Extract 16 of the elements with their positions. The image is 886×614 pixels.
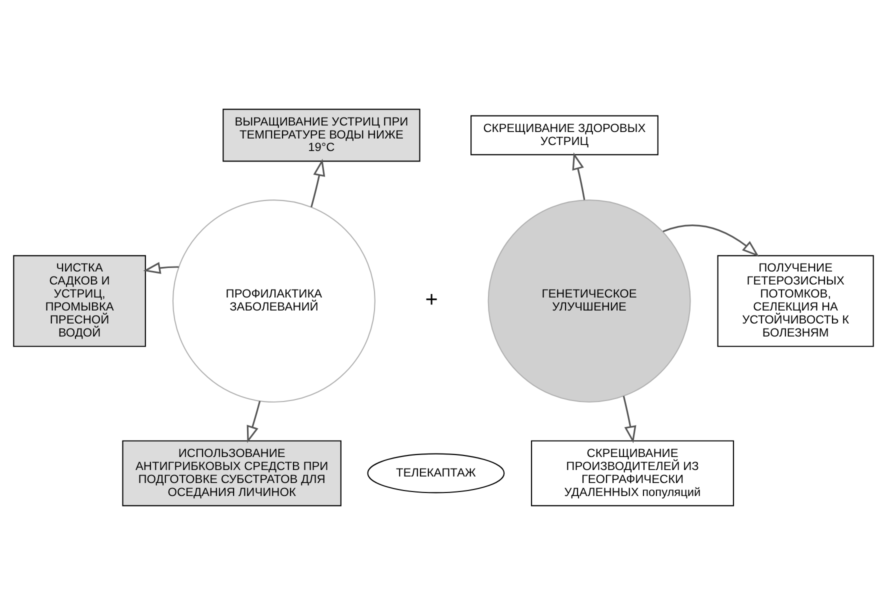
- node-box: ИСПОЛЬЗОВАНИЕ АНТИГРИБКОВЫХ СРЕДСТВ ПРИ ПОДГОТОВКЕ СУБСТРАТОВ ДЛЯ ОСЕДАНИЯ ЛИЧИНОК: [122, 440, 341, 506]
- arrow: [246, 400, 260, 443]
- node-box: СКРЕЩИВАНИЕ ПРОИЗВОДИТЕЛЕЙ ИЗ ГЕОГРАФИЧЕСКИ УДАЛЕННЫХ популяций: [530, 440, 734, 506]
- node-box: СКРЕЩИВАНИЕ ЗДОРОВЫХ УСТРИЦ: [470, 114, 658, 155]
- node-circle: ГЕНЕТИЧЕСКОЕ УЛУЧШЕНИЕ: [487, 199, 690, 402]
- node-circle: ПРОФИЛАКТИКА ЗАБОЛЕВАНИЙ: [172, 199, 375, 402]
- node-box: ЧИСТКА САДКОВ И УСТРИЦ, ПРОМЫВКА ПРЕСНОЙ ВОДОЙ: [12, 254, 146, 346]
- arrow: [622, 395, 636, 443]
- arrow: [310, 158, 325, 207]
- arrow: [662, 224, 759, 256]
- arrow: [142, 261, 178, 274]
- node-ellipse: ТЕЛЕКАПТАЖ: [366, 452, 504, 493]
- node-box: ВЫРАЩИВАНИЕ УСТРИЦ ПРИ ТЕМПЕРАТУРЕ ВОДЫ НИЖЕ 19°С: [222, 108, 420, 162]
- node-box: ПОЛУЧЕНИЕ ГЕТЕРОЗИСНЫХ ПОТОМКОВ, СЕЛЕКЦИЯ НА УСТОЙЧИВОСТЬ К БОЛЕЗНЯМ: [716, 254, 874, 346]
- arrow: [572, 152, 585, 200]
- label: +: [424, 286, 438, 311]
